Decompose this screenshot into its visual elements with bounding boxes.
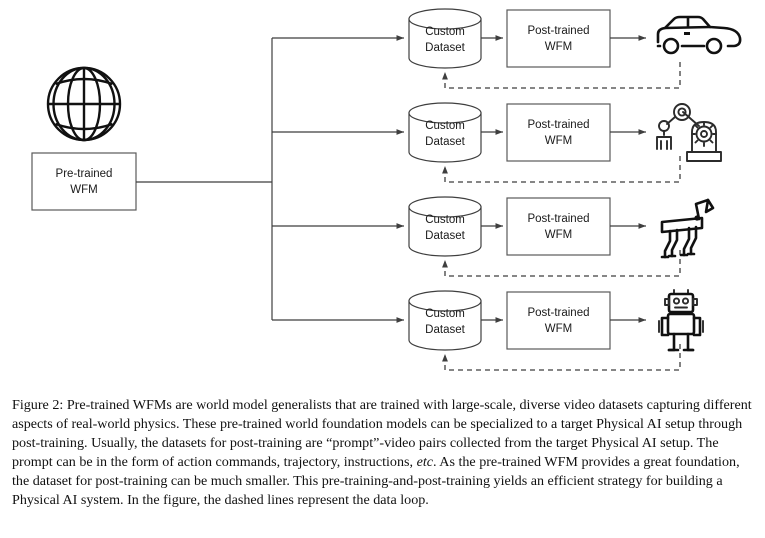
diagram-canvas: Pre-trained WFM Custom Dataset	[31, 8, 742, 371]
post-trained-wfm-label-4-line1: Post-trained	[527, 307, 589, 319]
caption-italic: etc	[416, 453, 433, 470]
caption-prefix: Figure 2:	[12, 397, 64, 413]
dataset-label-1-line2: Dataset	[425, 42, 465, 54]
custom-dataset-cylinder-4[interactable]: Custom Dataset	[408, 290, 482, 351]
pipeline-row-2: Custom Dataset Post-trained WFM	[408, 102, 722, 183]
pre-trained-wfm-label-line2: WFM	[70, 184, 97, 196]
post-trained-wfm-node-4[interactable]: Post-trained WFM	[506, 291, 611, 350]
dataset-label-3-line1: Custom	[425, 214, 465, 226]
pipeline-row-3: Custom Dataset Post-trained WFM	[408, 196, 715, 277]
caption-part2: . As the pre-trained WFM provides a grea…	[12, 453, 740, 508]
post-trained-wfm-label-1-line1: Post-trained	[527, 25, 589, 37]
post-trained-wfm-label-3-line2: WFM	[545, 229, 572, 241]
figure-caption: Figure 2: Pre-trained WFMs are world mod…	[12, 396, 754, 509]
dataset-label-2-line2: Dataset	[425, 136, 465, 148]
post-trained-wfm-label-2-line1: Post-trained	[527, 119, 589, 131]
post-trained-wfm-node-1[interactable]: Post-trained WFM	[506, 9, 611, 68]
pipeline-row-4: Custom Dataset Post-trained WFM	[408, 289, 704, 371]
custom-dataset-cylinder-3[interactable]: Custom Dataset	[408, 196, 482, 257]
dataset-label-4-line2: Dataset	[425, 324, 465, 336]
dataset-label-2-line1: Custom	[425, 120, 465, 132]
pre-trained-wfm-node[interactable]: Pre-trained WFM	[31, 152, 137, 211]
data-loop-dashed-4	[442, 344, 681, 371]
data-loop-dashed-2	[442, 156, 681, 183]
post-trained-wfm-label-1-line2: WFM	[545, 41, 572, 53]
data-loop-dashed-1	[442, 62, 681, 89]
robot-arm-icon	[656, 103, 722, 162]
figure-diagram: Pre-trained WFM Custom Dataset	[31, 8, 742, 371]
humanoid-robot-icon	[658, 289, 704, 352]
branch-connectors	[136, 35, 404, 323]
data-loop-dashed-3	[442, 250, 681, 277]
custom-dataset-cylinder-1[interactable]: Custom Dataset	[408, 8, 482, 69]
car-icon	[656, 15, 742, 55]
post-trained-wfm-label-2-line2: WFM	[545, 135, 572, 147]
post-trained-wfm-node-2[interactable]: Post-trained WFM	[506, 103, 611, 162]
custom-dataset-cylinder-2[interactable]: Custom Dataset	[408, 102, 482, 163]
post-trained-wfm-label-3-line1: Post-trained	[527, 213, 589, 225]
dataset-label-3-line2: Dataset	[425, 230, 465, 242]
dataset-label-1-line1: Custom	[425, 26, 465, 38]
pipeline-row-1: Custom Dataset Post-trained WFM	[408, 8, 742, 89]
quadruped-robot-icon	[660, 198, 715, 259]
caption-part1: Pre-trained WFMs are world model general…	[12, 397, 752, 470]
post-trained-wfm-label-4-line2: WFM	[545, 323, 572, 335]
post-trained-wfm-node-3[interactable]: Post-trained WFM	[506, 197, 611, 256]
globe-icon	[46, 66, 122, 142]
dataset-label-4-line1: Custom	[425, 308, 465, 320]
pre-trained-wfm-label-line1: Pre-trained	[56, 168, 113, 180]
